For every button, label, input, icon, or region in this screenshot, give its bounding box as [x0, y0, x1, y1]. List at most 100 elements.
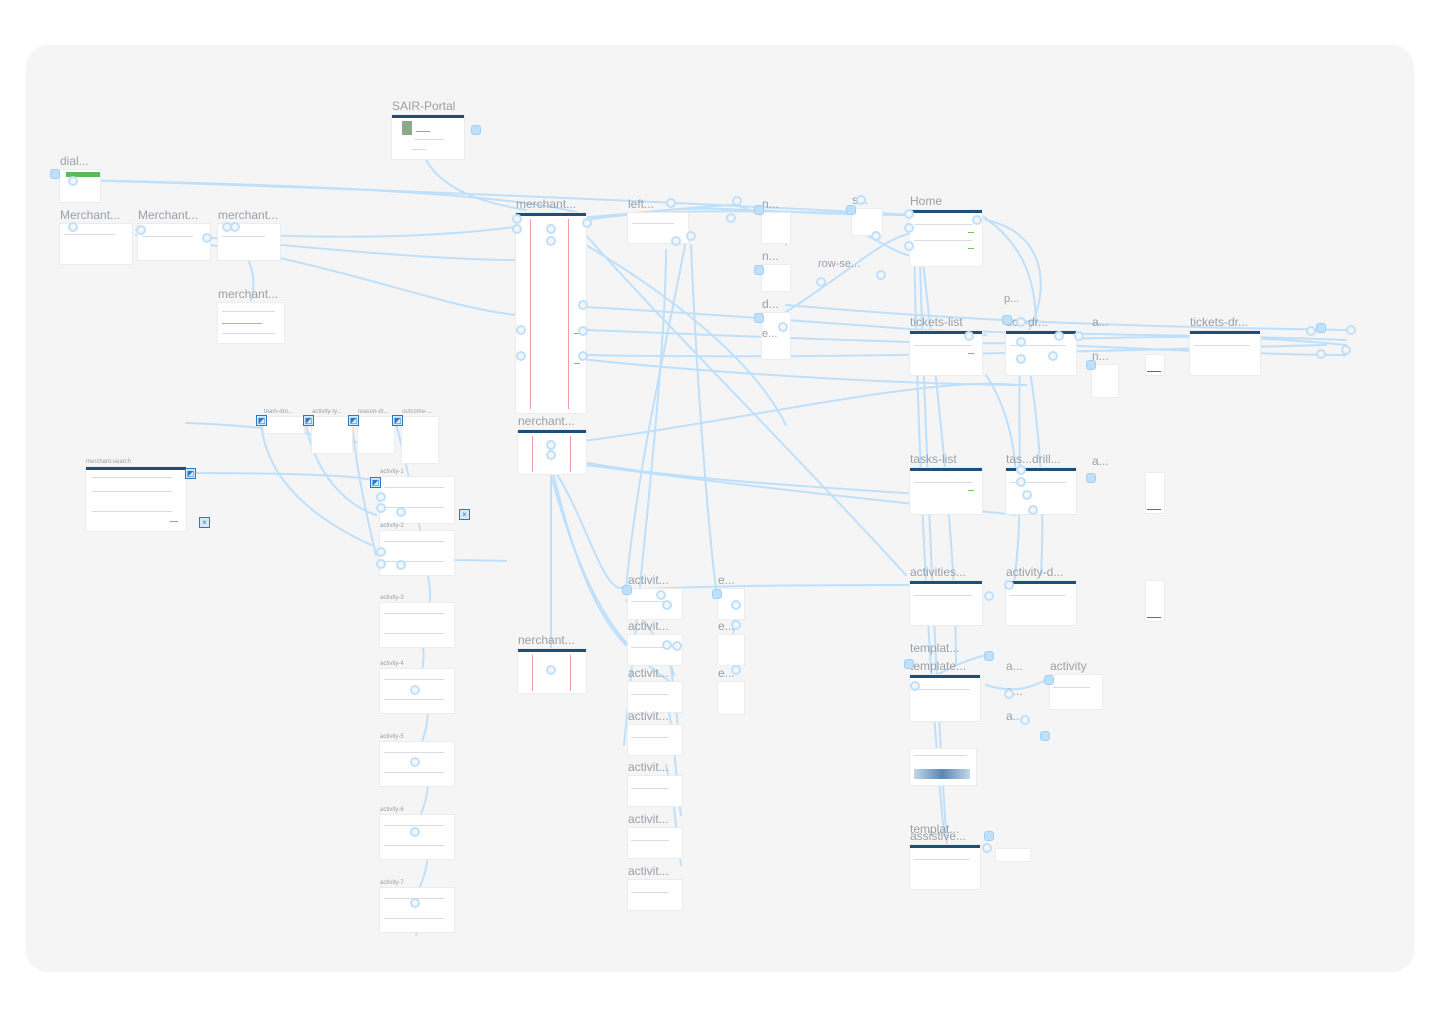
- hotspot-node[interactable]: [68, 176, 78, 186]
- frame-chart-thumb[interactable]: [910, 749, 976, 785]
- frame-merchant-main[interactable]: merchant...: [516, 198, 586, 413]
- hotspot-node[interactable]: [1316, 349, 1326, 359]
- hotspot-node[interactable]: [732, 196, 742, 206]
- prototype-canvas[interactable]: SAIR-Portal dial... Merchant... Merchant…: [26, 45, 1414, 972]
- frame-team-dr[interactable]: team-dro...: [264, 409, 304, 433]
- hotspot-node[interactable]: [516, 325, 526, 335]
- frame-a2[interactable]: a...: [1092, 455, 1118, 490]
- hotspot-node[interactable]: [230, 222, 240, 232]
- hotspot-node[interactable]: [1028, 505, 1038, 515]
- component-icon[interactable]: ◩: [392, 415, 403, 426]
- hotspot-node[interactable]: [578, 351, 588, 361]
- hotspot-node[interactable]: [410, 685, 420, 695]
- hotspot-node[interactable]: [1004, 689, 1014, 699]
- hotspot-node[interactable]: [546, 236, 556, 246]
- hotspot-node[interactable]: [410, 827, 420, 837]
- frame-e4[interactable]: e...: [718, 667, 744, 714]
- hotspot-node[interactable]: [512, 224, 522, 234]
- hotspot-node[interactable]: [1346, 325, 1356, 335]
- frame-templat-1[interactable]: templat...: [910, 642, 959, 667]
- frame-activit-6[interactable]: activit...: [628, 813, 682, 858]
- hotspot-node[interactable]: [816, 277, 826, 287]
- frame-side-3[interactable]: [1146, 581, 1164, 621]
- interaction-handle[interactable]: [754, 265, 764, 275]
- hotspot-node[interactable]: [68, 222, 78, 232]
- hotspot-node[interactable]: [1022, 490, 1032, 500]
- hotspot-node[interactable]: [856, 195, 866, 205]
- frame-activit-3[interactable]: activit...: [628, 667, 682, 712]
- hotspot-node[interactable]: [1054, 331, 1064, 341]
- hotspot-node[interactable]: [376, 559, 386, 569]
- hotspot-node[interactable]: [1004, 580, 1014, 590]
- hotspot-node[interactable]: [731, 665, 741, 675]
- frame-reason-dr[interactable]: reason-dr...: [358, 409, 394, 453]
- hotspot-node[interactable]: [1016, 317, 1026, 327]
- interaction-handle[interactable]: [984, 831, 994, 841]
- hotspot-node[interactable]: [1048, 351, 1058, 361]
- hotspot-node[interactable]: [1341, 345, 1351, 355]
- hotspot-node[interactable]: [656, 590, 666, 600]
- hotspot-node[interactable]: [778, 322, 788, 332]
- hotspot-node[interactable]: [376, 492, 386, 502]
- frame-home[interactable]: Home: [910, 195, 982, 266]
- hotspot-node[interactable]: [666, 198, 676, 208]
- frame-templat-2[interactable]: templat...: [910, 823, 959, 848]
- frame-side-2[interactable]: [1146, 473, 1164, 513]
- hotspot-node[interactable]: [1306, 326, 1316, 336]
- hotspot-node[interactable]: [396, 560, 406, 570]
- hotspot-node[interactable]: [982, 843, 992, 853]
- component-icon[interactable]: ◩: [303, 415, 314, 426]
- frame-activit-1[interactable]: activit...: [628, 574, 682, 619]
- close-icon[interactable]: ×: [459, 509, 470, 520]
- component-icon[interactable]: ◩: [256, 415, 267, 426]
- frame-template[interactable]: template...: [910, 660, 980, 721]
- frame-activit-2[interactable]: activit...: [628, 620, 682, 665]
- frame-activity-6[interactable]: activity-6: [380, 807, 454, 859]
- hotspot-node[interactable]: [546, 665, 556, 675]
- hotspot-node[interactable]: [904, 209, 914, 219]
- hotspot-node[interactable]: [662, 640, 672, 650]
- hotspot-node[interactable]: [972, 215, 982, 225]
- hotspot-node[interactable]: [376, 547, 386, 557]
- frame-a3[interactable]: a...: [1006, 660, 1026, 685]
- hotspot-node[interactable]: [671, 236, 681, 246]
- hotspot-node[interactable]: [904, 223, 914, 233]
- frame-activit-5[interactable]: activit...: [628, 761, 682, 806]
- component-icon[interactable]: ◩: [370, 477, 381, 488]
- interaction-handle[interactable]: [1002, 315, 1012, 325]
- hotspot-node[interactable]: [410, 898, 420, 908]
- frame-activit-4[interactable]: activit...: [628, 710, 682, 755]
- interaction-handle[interactable]: [904, 659, 914, 669]
- interaction-handle[interactable]: [1316, 323, 1326, 333]
- interaction-handle[interactable]: [50, 169, 60, 179]
- hotspot-node[interactable]: [136, 225, 146, 235]
- frame-a1[interactable]: a...: [1092, 316, 1118, 351]
- frame-a5[interactable]: a...: [1006, 710, 1026, 741]
- component-icon[interactable]: ◩: [348, 415, 359, 426]
- hotspot-node[interactable]: [1016, 465, 1026, 475]
- frame-merchant-d[interactable]: merchant...: [218, 288, 284, 343]
- interaction-handle[interactable]: [754, 313, 764, 323]
- frame-merchant-search[interactable]: merchant-search: [86, 459, 186, 531]
- frame-activit-7[interactable]: activit...: [628, 865, 682, 910]
- frame-activity-d[interactable]: activity-d...: [1006, 566, 1076, 625]
- frame-activity-2[interactable]: activity-2: [380, 523, 454, 575]
- hotspot-node[interactable]: [546, 224, 556, 234]
- frame-e3[interactable]: e...: [718, 620, 744, 665]
- interaction-handle[interactable]: [471, 125, 481, 135]
- interaction-handle[interactable]: [712, 589, 722, 599]
- frame-d1[interactable]: d...: [762, 298, 790, 359]
- interaction-handle[interactable]: [1086, 360, 1096, 370]
- hotspot-node[interactable]: [910, 681, 920, 691]
- hotspot-node[interactable]: [582, 218, 592, 228]
- interaction-handle[interactable]: [622, 585, 632, 595]
- hotspot-node[interactable]: [512, 214, 522, 224]
- hotspot-node[interactable]: [984, 591, 994, 601]
- frame-activity-3[interactable]: activity-3: [380, 595, 454, 647]
- frame-outcome[interactable]: outcome-...: [402, 409, 438, 463]
- frame-activity-7[interactable]: activity-7: [380, 880, 454, 932]
- frame-small-note[interactable]: [996, 849, 1030, 861]
- frame-e1[interactable]: e...: [762, 329, 778, 351]
- frame-merchant-c[interactable]: merchant...: [218, 209, 280, 260]
- frame-n3[interactable]: n...: [1092, 350, 1118, 397]
